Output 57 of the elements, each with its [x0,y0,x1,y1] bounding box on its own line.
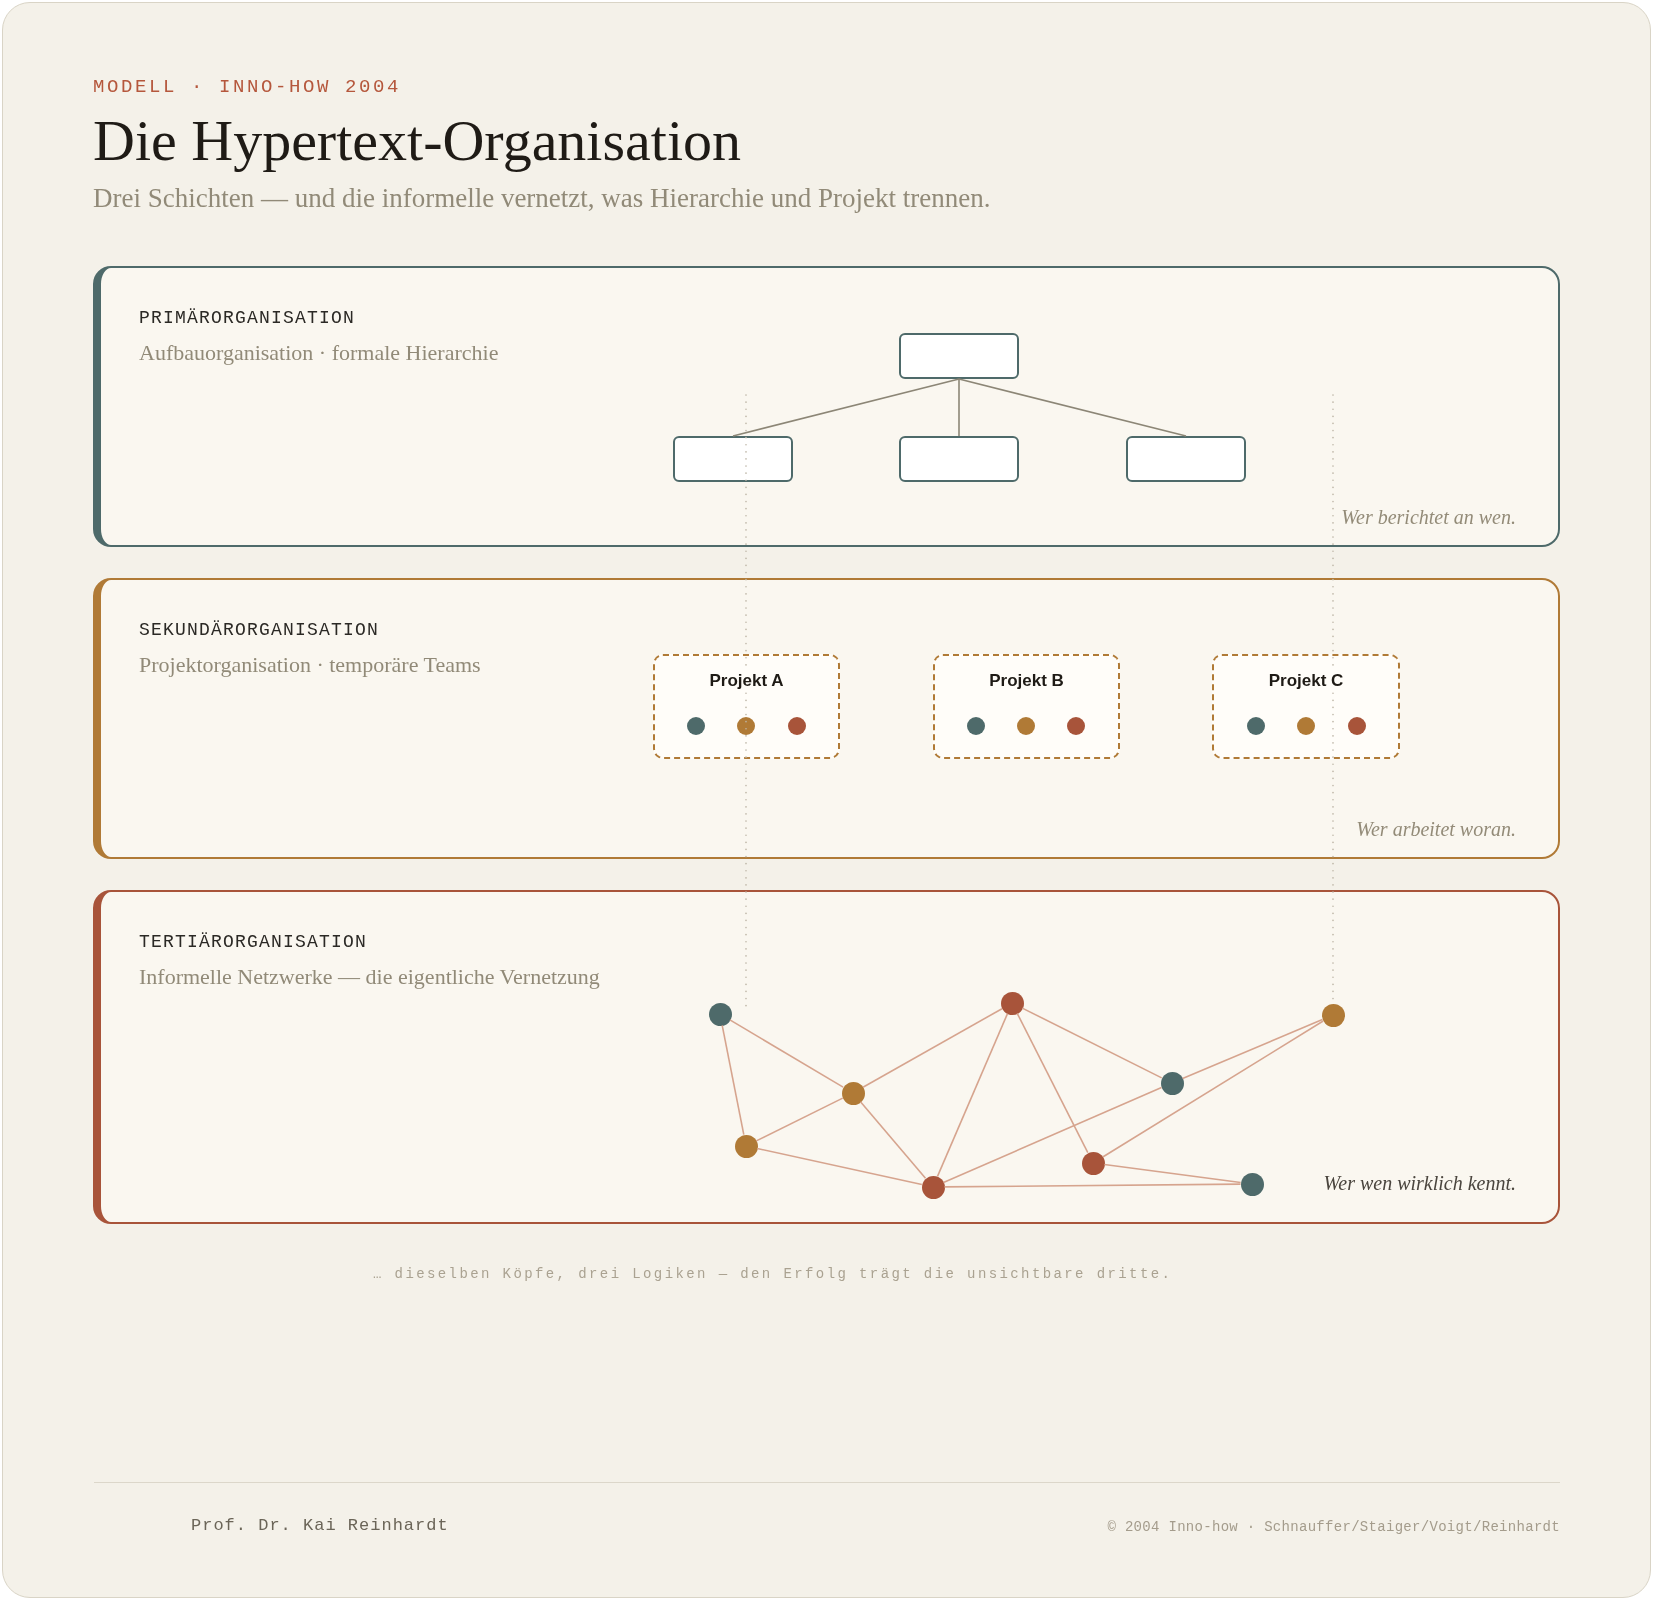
connector-line [1021,1007,1163,1079]
network-node [1321,1003,1345,1027]
member-dot [687,717,705,735]
layer-panel [93,890,1560,1224]
network-node [1240,1172,1264,1196]
project-box [1212,654,1400,759]
member-dot [788,717,806,735]
layer-description: Aufbauorganisation · formale Hierarchie [139,339,499,367]
org-chart-box [899,333,1019,379]
org-chart-box [899,436,1019,482]
caption: … dieselben Köpfe, drei Logiken — den Erfolg trägt die unsichtbare dritte. [373,1265,1173,1284]
network-node [1081,1151,1105,1175]
member-dot [1067,717,1085,735]
org-chart-box [1126,436,1246,482]
network-node [841,1081,865,1105]
connector-line [756,1147,923,1186]
layer-panel [93,266,1560,547]
member-dot [737,717,755,735]
project-box [933,654,1120,759]
connector-line [936,1012,1009,1178]
member-dot [1348,717,1366,735]
layer-title: SEKUNDÄRORGANISATION [139,619,380,641]
network-node [921,1175,945,1199]
connector-line [721,1024,745,1136]
network-node [708,1002,732,1026]
connector-line [958,378,960,437]
connector-line [942,1086,1163,1184]
connector-line [1102,1020,1324,1158]
network-node [1000,991,1024,1015]
connector-line [729,1019,844,1088]
author-name: Prof. Dr. Kai Reinhardt [191,1515,449,1537]
member-dot [1017,717,1035,735]
network-node [1160,1071,1184,1095]
layer-description: Informelle Netzwerke — die eigentliche Vernetzung [139,963,600,991]
member-dot [1247,717,1265,735]
subtitle: Drei Schichten — und die informelle vernetzt, was Hierarchie und Projekt trennen. [93,182,991,214]
org-chart-box [673,436,793,482]
connector-line [1181,1018,1324,1080]
connector-line [958,378,1187,437]
copyright-notice: © 2004 Inno-how · Schnauffer/Staiger/Voigt/Reinhardt [1107,1518,1560,1537]
connector-line [862,1007,1003,1089]
project-box [653,654,840,759]
connector-line [859,1101,927,1179]
connector-line [1103,1163,1242,1184]
connector-line [943,1183,1242,1188]
connector-line [732,378,960,437]
member-dot [1297,717,1315,735]
title: Die Hypertext-Organisation [93,107,742,175]
layer-panel [93,578,1560,859]
layer-title: TERTIÄRORGANISATION [139,931,368,953]
overline-label: MODELL · INNO-HOW 2004 [93,76,402,98]
connector-line [755,1097,844,1142]
layer-title: PRIMÄRORGANISATION [139,307,356,329]
network-node [734,1134,758,1158]
layer-description: Projektorganisation · temporäre Teams [139,651,481,679]
member-dot [967,717,985,735]
connector-line [1016,1012,1089,1154]
